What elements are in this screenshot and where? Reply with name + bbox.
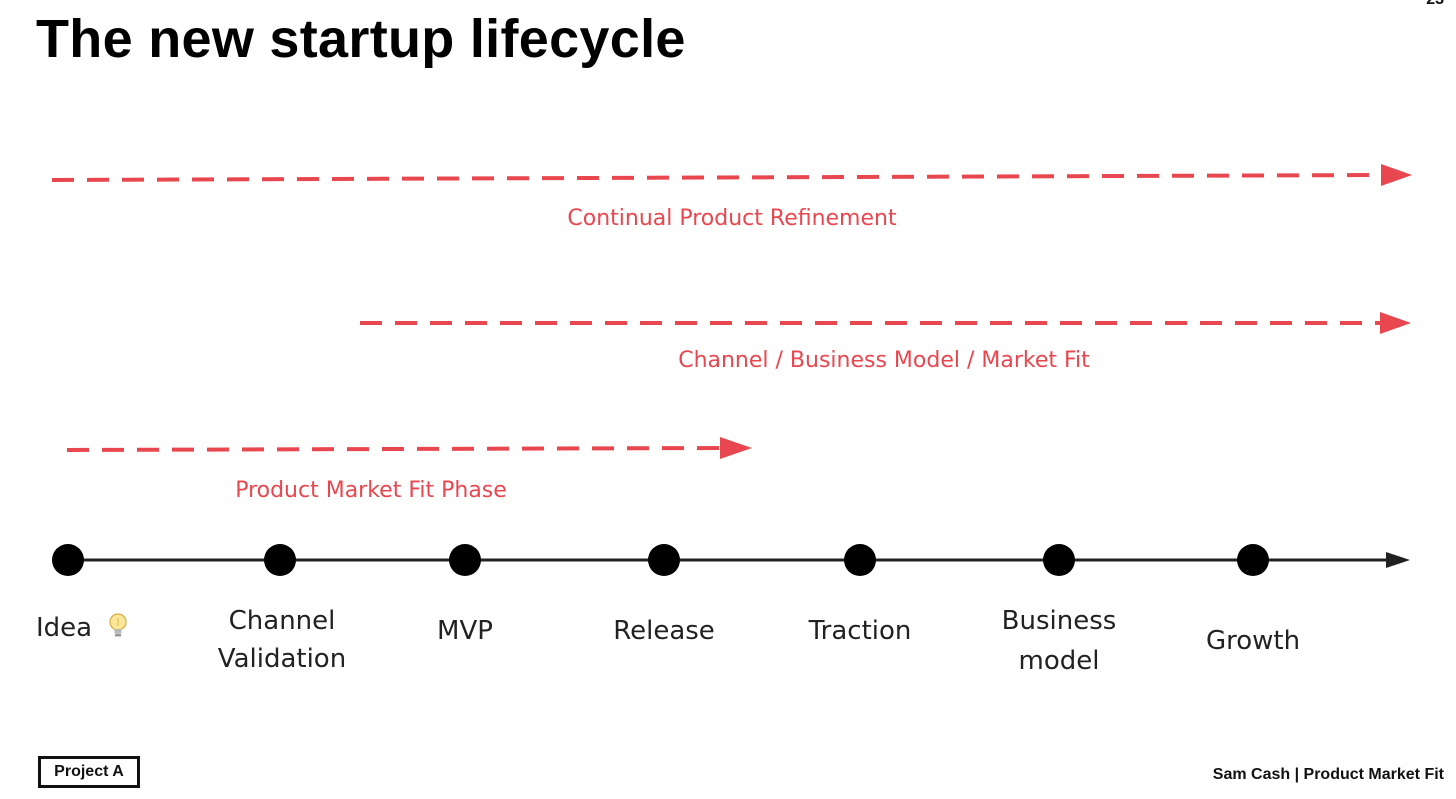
footer-credit: Sam Cash | Product Market Fit — [1212, 766, 1444, 783]
milestone-label-growth: Growth — [1206, 626, 1300, 656]
milestone-label-release: Release — [613, 616, 715, 646]
arrowhead-icon — [1381, 164, 1412, 186]
milestone-dot-mvp — [449, 544, 481, 576]
milestone-dot-idea — [52, 544, 84, 576]
arrowhead-icon — [720, 437, 752, 459]
milestone-label-channel: Channel — [229, 606, 336, 636]
milestone-dot-traction — [844, 544, 876, 576]
milestone-dot-release — [648, 544, 680, 576]
phase-arrow-channel-business-model: Channel / Business Model / Market Fit — [360, 312, 1411, 373]
phase-label: Product Market Fit Phase — [235, 478, 507, 503]
milestone-dot-business-model — [1043, 544, 1075, 576]
timeline-arrowhead-icon — [1386, 552, 1410, 568]
phase-label: Continual Product Refinement — [567, 206, 897, 231]
phase-dashed-line — [51, 173, 1385, 182]
milestone-label-business: Business — [1002, 606, 1117, 636]
slide-title: The new startup lifecycle — [36, 9, 686, 69]
project-a-logo: Project A — [38, 756, 140, 788]
arrowhead-icon — [1380, 312, 1411, 334]
page-number: 23 — [1426, 0, 1444, 9]
milestone-label-mvp: MVP — [437, 616, 493, 646]
lightbulb-icon — [109, 613, 127, 637]
milestone-label-model: model — [1019, 646, 1100, 676]
timeline: Idea Channel Validation MVP Release Trac… — [36, 544, 1410, 676]
phase-arrow-continual-refinement: Continual Product Refinement — [51, 164, 1412, 231]
milestone-label-traction: Traction — [808, 616, 912, 646]
phase-dashed-line — [66, 446, 723, 452]
milestone-dot-growth — [1237, 544, 1269, 576]
milestone-label-idea: Idea — [36, 613, 92, 643]
milestone-label-validation: Validation — [218, 644, 346, 674]
milestone-dot-channel-validation — [264, 544, 296, 576]
phase-label: Channel / Business Model / Market Fit — [678, 348, 1090, 373]
phase-arrow-product-market-fit: Product Market Fit Phase — [66, 437, 752, 503]
